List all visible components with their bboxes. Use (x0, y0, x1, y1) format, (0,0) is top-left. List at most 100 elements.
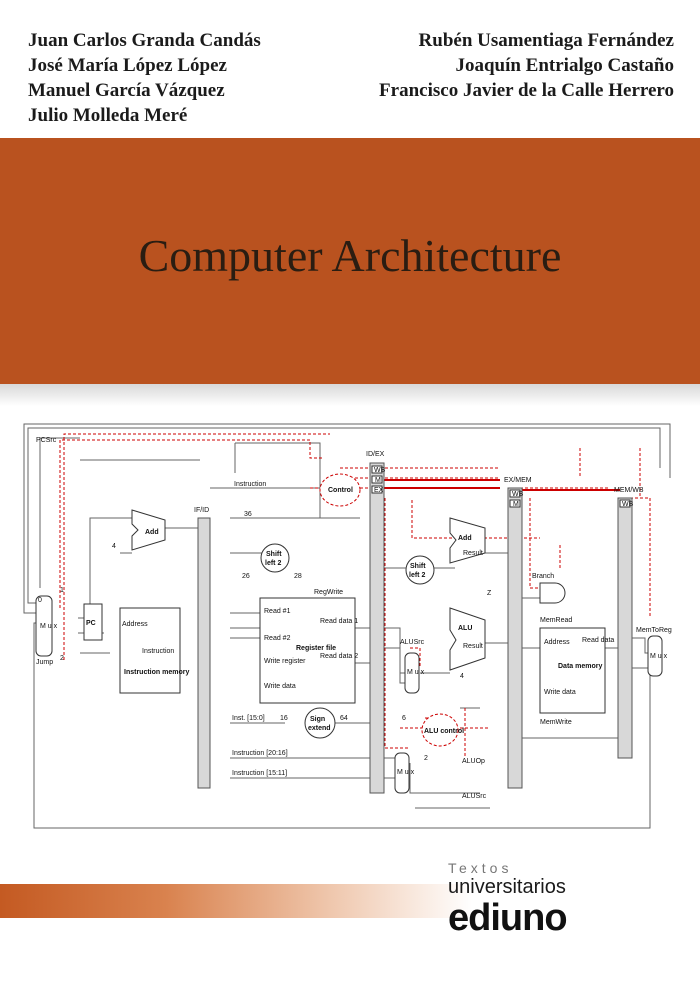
branch-adder (449, 517, 486, 564)
lbl-memwrite: MemWrite (540, 719, 572, 726)
lbl-register-file: Register file (296, 645, 336, 652)
title-band (0, 138, 700, 384)
author-6: Joaquín Entrialgo Castaño (455, 55, 674, 76)
publisher-name: ediuno (448, 897, 568, 939)
authors-block: Juan Carlos Granda Candás José María Lóp… (28, 30, 674, 130)
lbl-z: Z (487, 590, 492, 597)
lbl-36: 36 (244, 511, 252, 518)
series-line-2: universitarios (448, 876, 566, 898)
lbl-pc: PC (86, 620, 96, 627)
lbl-memtoreg: MemToReg (636, 627, 672, 634)
pc-box (83, 603, 103, 641)
alusrc-mux (404, 652, 420, 694)
bottom-gradient-bar (0, 884, 472, 918)
lbl-memtoreg-mux: M u x (650, 653, 668, 660)
data-memory-box (539, 627, 606, 714)
lbl-pcsrc: PCSrc (36, 437, 57, 444)
lbl-mux-0: 0 (38, 597, 42, 604)
lbl-read-data2: Read data 2 (320, 653, 358, 660)
ifid-register (197, 517, 211, 789)
lbl-mux-1: 1 (60, 587, 64, 594)
exmem-m (509, 499, 521, 508)
lbl-wb2: WB (512, 491, 524, 498)
lbl-add-branch: Add (458, 535, 472, 542)
author-2: José María López López (28, 55, 227, 76)
lbl-2: 2 (424, 755, 428, 762)
lbl-write-data-rf: Write data (264, 683, 296, 690)
lbl-memread: MemRead (540, 617, 572, 624)
lbl-64: 64 (340, 715, 348, 722)
lbl-write-register: Write register (264, 658, 306, 665)
idex-wb (371, 465, 383, 474)
memtoreg-mux (647, 635, 663, 677)
shift-left-2-jump (260, 543, 290, 573)
lbl-read1: Read #1 (264, 608, 291, 615)
lbl-wb1: WB (374, 467, 386, 474)
lbl-shift1: Shift (266, 551, 282, 558)
lbl-address-dm: Address (544, 639, 570, 646)
lbl-mux-2: 2 (60, 655, 64, 662)
lbl-idex: ID/EX (366, 451, 385, 458)
lbl-ifid: IF/ID (194, 507, 209, 514)
lbl-extend: extend (308, 725, 331, 732)
lbl-jump: Jump (36, 659, 53, 666)
lbl-data-memory: Data memory (558, 663, 602, 670)
idex-m (371, 475, 383, 484)
idex-register (369, 462, 385, 794)
lbl-16: 16 (280, 715, 288, 722)
lbl-alusrc: ALUSrc (400, 639, 425, 646)
lbl-four: 4 (112, 543, 116, 550)
lbl-read-data: Read data (582, 637, 614, 644)
author-7: Francisco Javier de la Calle Herrero (379, 80, 674, 101)
lbl-alu-control: ALU control (424, 728, 464, 735)
sign-extend-unit (304, 707, 336, 739)
author-4: Julio Molleda Meré (28, 105, 188, 126)
alu-control-unit (421, 713, 459, 747)
lbl-regdst-mux: M u x (397, 769, 415, 776)
lbl-m1: M (375, 477, 381, 484)
lbl-aluop: ALUOp (462, 758, 485, 765)
shift-left-2-branch (405, 555, 435, 585)
branch-and-gate (539, 582, 566, 604)
register-file-box (259, 597, 356, 704)
lbl-add-result: Result (463, 550, 483, 557)
lbl-inst2016: Instruction [20:16] (232, 750, 288, 757)
alu-unit (449, 607, 486, 671)
lbl-6: 6 (402, 715, 406, 722)
lbl-pc-mux: M u x (40, 623, 58, 630)
lbl-instruction-im: Instruction (142, 648, 174, 655)
pipeline-datapath-diagram: PCSrc IF/ID ID/EX EX/MEM MEM/WB Control … (20, 418, 680, 838)
publisher-logo: Textos universitarios ediuno (448, 860, 688, 938)
lbl-read2: Read #2 (264, 635, 291, 642)
regdst-mux (394, 752, 410, 794)
lbl-instruction-memory: Instruction memory (124, 669, 189, 676)
author-1: Juan Carlos Granda Candás (28, 30, 261, 51)
lbl-ex: EX (374, 487, 384, 494)
lbl-shift2: Shift (410, 563, 426, 570)
lbl-read-data1: Read data 1 (320, 618, 358, 625)
lbl-write-data-dm: Write data (544, 689, 576, 696)
lbl-branch: Branch (532, 573, 554, 580)
lbl-instruction-top: Instruction (234, 481, 266, 488)
lbl-alusrc2: ALUSrc (462, 793, 487, 800)
lbl-m2: M (513, 501, 519, 508)
lbl-wb3: WB (622, 501, 634, 508)
idex-ex (371, 485, 383, 494)
lbl-4: 4 (460, 673, 464, 680)
author-3: Manuel García Vázquez (28, 80, 225, 101)
lbl-address-im: Address (122, 621, 148, 628)
lbl-alusrc-mux: M u x (407, 669, 425, 676)
exmem-register (507, 487, 523, 789)
lbl-28: 28 (294, 573, 302, 580)
lbl-regwrite: RegWrite (314, 589, 343, 596)
lbl-sign: Sign (310, 716, 325, 723)
lbl-control: Control (328, 487, 353, 494)
lbl-alu-result: Result (463, 643, 483, 650)
lbl-exmem: EX/MEM (504, 477, 532, 484)
memwb-register (617, 497, 633, 759)
lbl-left2-1: left 2 (265, 560, 281, 567)
lbl-add-pc: Add (145, 529, 159, 536)
instruction-memory-box (119, 607, 181, 694)
memwb-wb (619, 499, 631, 508)
control-unit (319, 473, 361, 507)
